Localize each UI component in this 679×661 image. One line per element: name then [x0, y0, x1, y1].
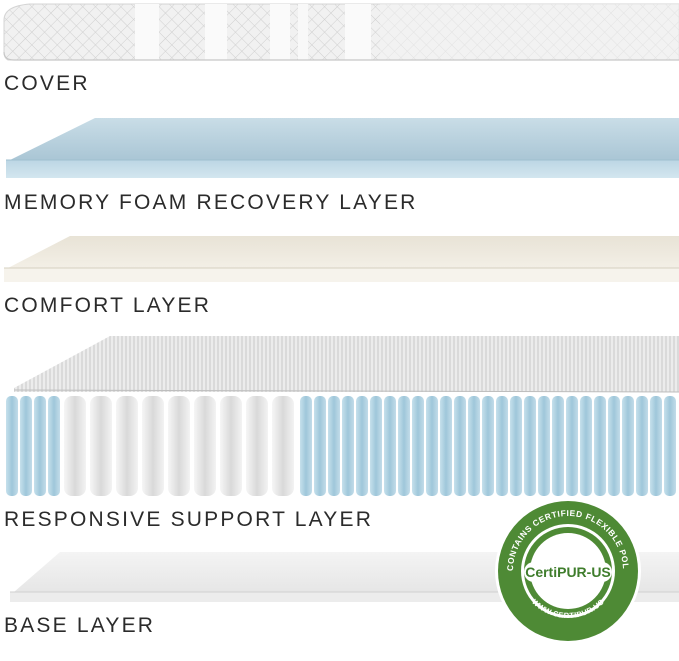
certipur-us-seal: CONTAINS CERTIFIED FLEXIBLE POLYURETHANE…	[493, 496, 641, 644]
support-layer-image	[6, 336, 679, 496]
base-label: BASE LAYER	[4, 614, 156, 637]
memory-foam-label: MEMORY FOAM RECOVERY LAYER	[4, 191, 418, 214]
comfort-label: COMFORT LAYER	[4, 294, 212, 317]
comfort-layer-image	[4, 236, 679, 282]
memory-foam-layer-image	[6, 118, 679, 178]
cover-layer-image	[3, 3, 679, 61]
support-label: RESPONSIVE SUPPORT LAYER	[4, 508, 374, 531]
cover-label: COVER	[4, 72, 90, 95]
seal-brand-text: CertiPUR-US	[525, 564, 611, 580]
